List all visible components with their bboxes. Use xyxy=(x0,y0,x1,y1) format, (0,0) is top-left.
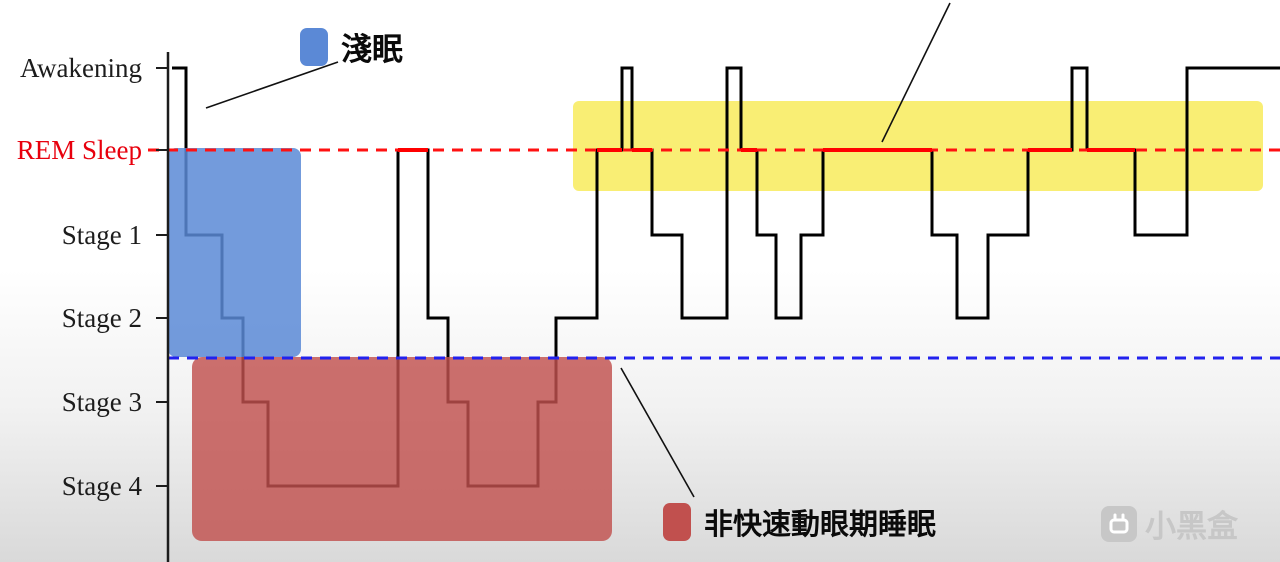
legend-label-nrem-sleep: 非快速動眼期睡眠 xyxy=(704,509,937,541)
annotation-line xyxy=(205,61,339,109)
y-label-awakening: Awakening xyxy=(20,53,142,83)
legend-label-light-sleep: 淺眠 xyxy=(341,32,403,67)
region-rem-band xyxy=(573,101,1263,191)
annotation-line xyxy=(881,2,951,143)
region-deep-sleep-box xyxy=(192,357,612,541)
watermark-text: 小黑盒 xyxy=(1145,509,1238,544)
region-light-sleep-box xyxy=(168,148,301,357)
legend-nrem-sleep: 非快速動眼期睡眠 xyxy=(663,501,936,543)
watermark: 小黑盒 xyxy=(1101,501,1238,546)
y-label-stage-2: Stage 2 xyxy=(61,303,142,333)
legend-light-sleep: 淺眠 xyxy=(300,24,403,69)
annotation-line xyxy=(620,367,695,498)
heybox-logo-icon xyxy=(1101,505,1137,542)
heybox-glyph-icon xyxy=(1109,513,1129,533)
y-label-stage-1: Stage 1 xyxy=(61,220,142,250)
y-label-rem-sleep: REM Sleep xyxy=(16,135,142,165)
y-label-stage-4: Stage 4 xyxy=(61,471,142,501)
y-label-stage-3: Stage 3 xyxy=(61,387,142,417)
legend-swatch-nrem-sleep xyxy=(663,503,691,541)
hypnogram-line xyxy=(172,66,1280,488)
legend-swatch-light-sleep xyxy=(300,27,328,66)
